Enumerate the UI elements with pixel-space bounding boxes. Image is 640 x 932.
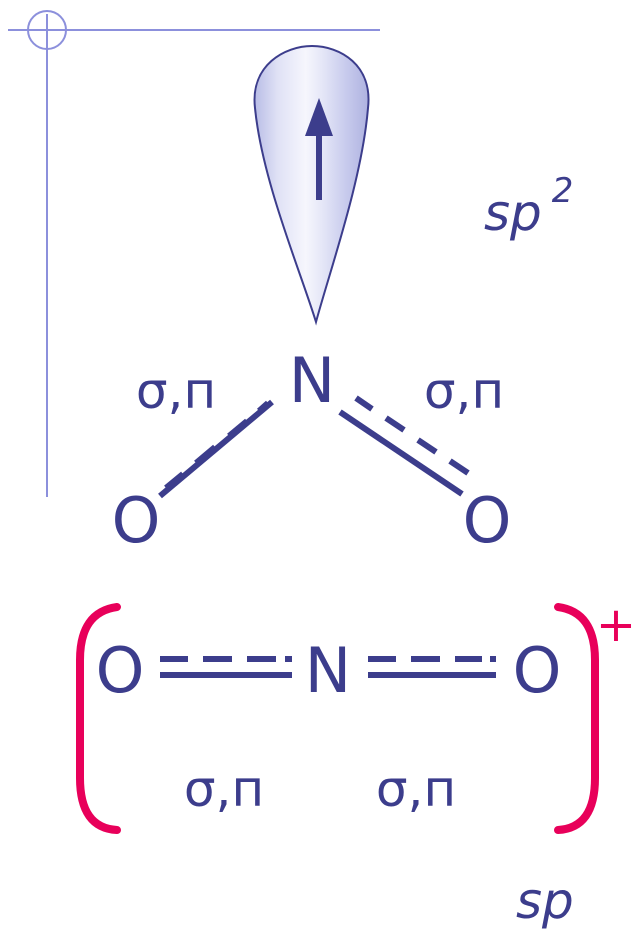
bottom-left-bond — [160, 656, 292, 678]
top-central-atom: N — [289, 344, 335, 417]
top-right-bond — [338, 395, 470, 497]
guide-lines — [8, 10, 380, 497]
left-bracket — [76, 603, 121, 834]
no2-cation: + O N O σ,п σ,п sp — [76, 597, 636, 930]
orbital-lobe-shape — [253, 44, 370, 326]
right-bracket — [554, 603, 599, 834]
bottom-right-bond-label: σ,п — [376, 760, 456, 818]
bottom-central-atom: N — [305, 634, 351, 707]
bottom-right-atom: O — [513, 634, 562, 707]
top-left-atom: O — [112, 484, 161, 557]
top-left-bond-label: σ,п — [136, 362, 216, 420]
bottom-left-bond-label: σ,п — [184, 760, 264, 818]
top-right-bond-label: σ,п — [424, 362, 504, 420]
top-right-atom: O — [463, 484, 512, 557]
bottom-left-atom: O — [96, 634, 145, 707]
guide-circle-icon — [27, 10, 67, 50]
bottom-right-bond — [368, 656, 496, 678]
charge-label: + — [596, 597, 636, 653]
spin-arrow-head-icon — [305, 98, 333, 136]
bottom-hybridization-label: sp — [516, 872, 574, 930]
orbital-lobe — [253, 44, 370, 326]
top-left-bond — [158, 399, 274, 499]
